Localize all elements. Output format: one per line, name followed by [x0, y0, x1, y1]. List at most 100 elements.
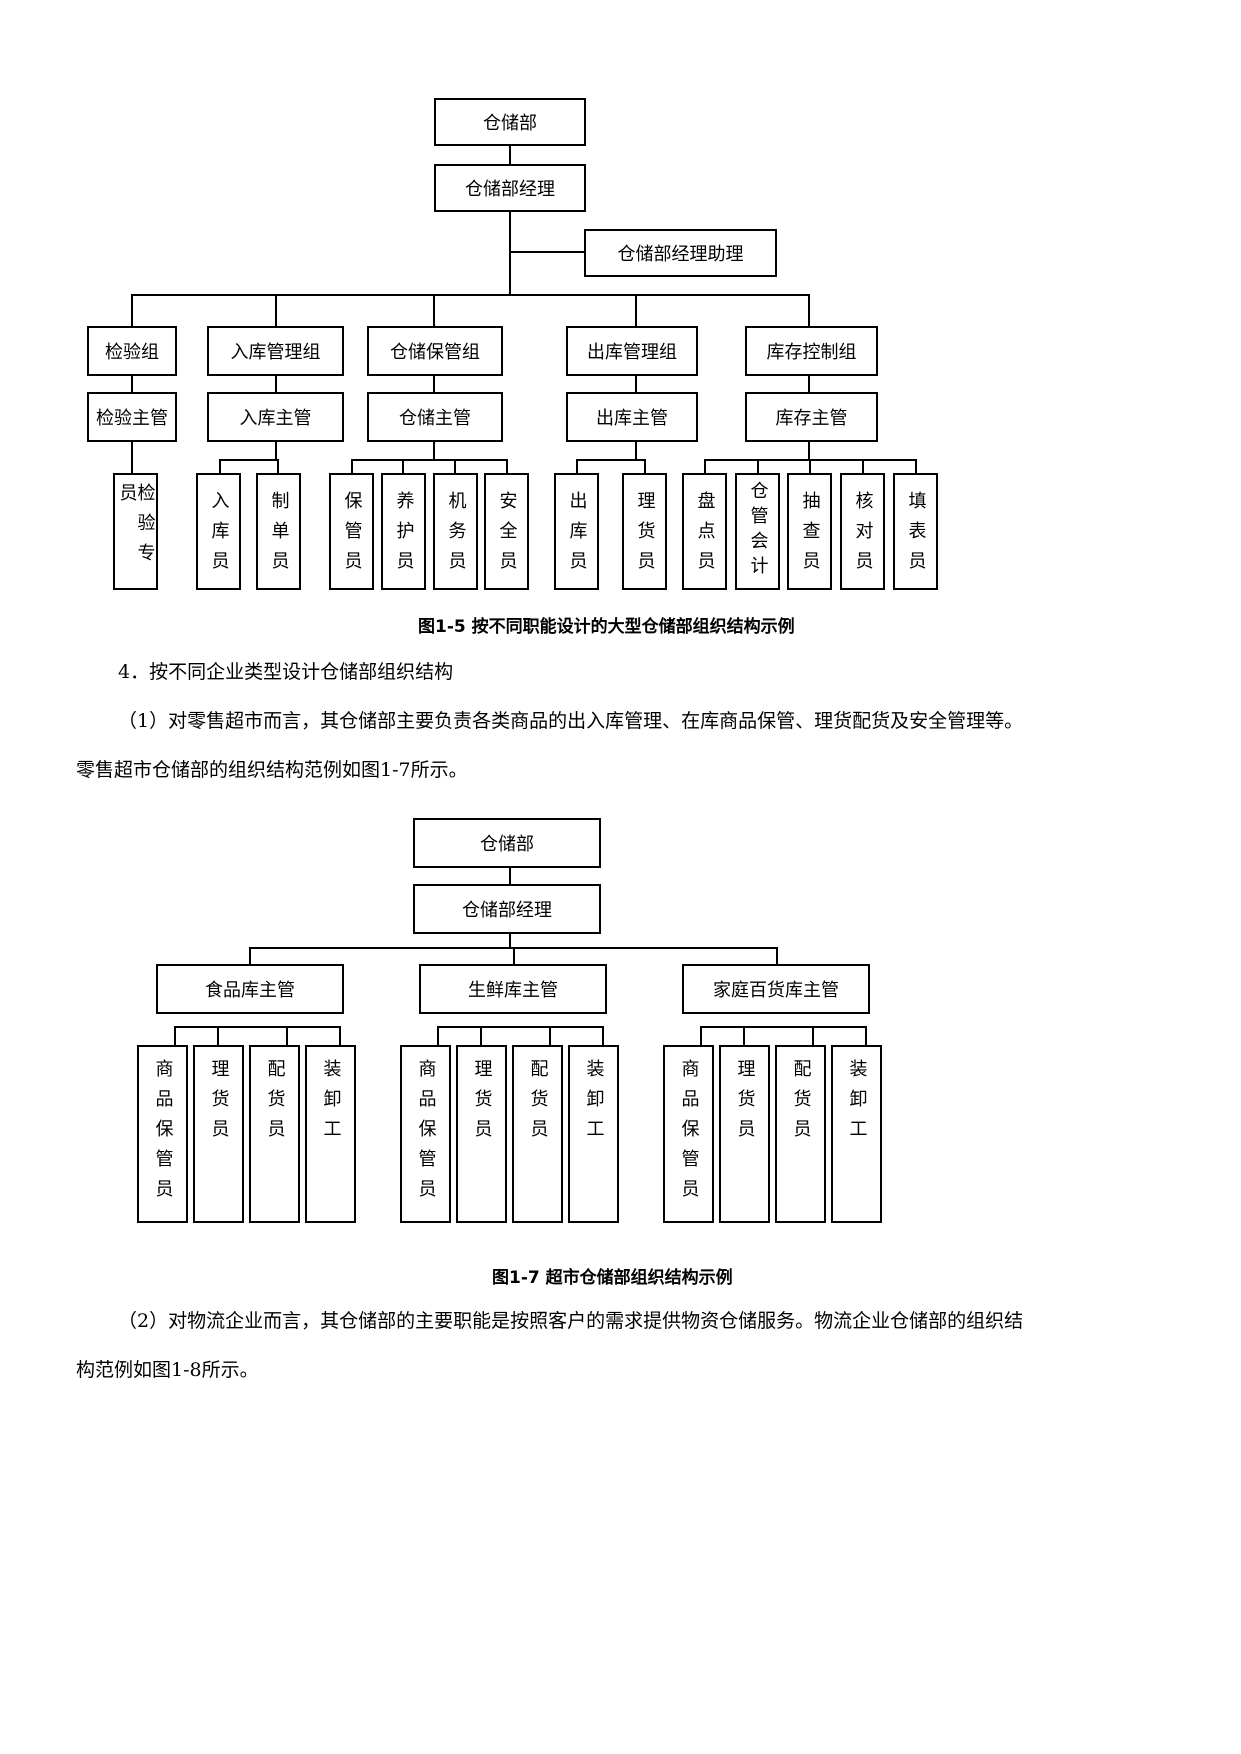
node-manager: 仓储部经理	[434, 164, 586, 212]
node-manager: 仓储部经理	[413, 884, 601, 934]
connector-line	[509, 866, 511, 888]
connector-line	[509, 145, 511, 165]
connector-line	[351, 459, 508, 461]
node-assistant: 仓储部经理助理	[584, 229, 777, 277]
connector-line	[809, 459, 811, 474]
connector-line	[437, 1026, 439, 1047]
connector-line	[506, 459, 508, 474]
connector-line	[275, 294, 277, 326]
connector-line	[704, 459, 706, 474]
paragraph-line: （2）对物流企业而言，其仓储部的主要职能是按照客户的需求提供物资仓储服务。物流企…	[118, 1310, 1024, 1332]
connector-line	[549, 1026, 551, 1047]
connector-line	[635, 294, 637, 326]
node-group: 库存控制组	[745, 326, 878, 376]
connector-line	[862, 459, 864, 474]
connector-line	[644, 459, 646, 474]
connector-line	[576, 459, 646, 461]
node-staff: 理货员	[193, 1045, 244, 1223]
connector-line	[433, 440, 435, 460]
node-staff: 入库员	[196, 473, 241, 590]
connector-line	[700, 1026, 702, 1047]
node-group: 食品库主管	[156, 964, 344, 1014]
node-staff: 检验专员	[113, 473, 158, 590]
connector-line	[131, 294, 810, 296]
node-staff: 制单员	[256, 473, 301, 590]
node-supervisor: 仓储主管	[367, 392, 503, 442]
connector-line	[509, 932, 511, 948]
connector-line	[776, 947, 778, 966]
connector-line	[174, 1026, 341, 1028]
node-staff: 商品保管员	[400, 1045, 451, 1223]
connector-line	[131, 374, 133, 393]
node-group: 仓储保管组	[367, 326, 503, 376]
connector-line	[277, 459, 279, 474]
connector-line	[219, 459, 279, 461]
node-staff: 配货员	[512, 1045, 563, 1223]
connector-line	[433, 374, 435, 393]
connector-line	[812, 1026, 814, 1047]
section-heading: 4．按不同企业类型设计仓储部组织结构	[118, 661, 454, 683]
connector-line	[808, 440, 810, 460]
node-staff: 安全员	[484, 473, 529, 590]
connector-line	[513, 947, 515, 966]
node-staff: 机务员	[433, 473, 478, 590]
connector-line	[339, 1026, 341, 1047]
node-staff: 出库员	[554, 473, 599, 590]
connector-line	[757, 459, 759, 474]
connector-line	[808, 374, 810, 393]
node-staff: 填表员	[893, 473, 938, 590]
paragraph-line: 构范例如图1-8所示。	[76, 1359, 259, 1381]
node-supervisor: 检验主管	[87, 392, 177, 442]
node-staff: 商品保管员	[663, 1045, 714, 1223]
node-staff: 盘点员	[682, 473, 727, 590]
connector-line	[275, 374, 277, 393]
node-supervisor: 出库主管	[566, 392, 698, 442]
node-supervisor: 库存主管	[745, 392, 878, 442]
connector-line	[402, 459, 404, 474]
figure-caption: 图1-7 超市仓储部组织结构示例	[492, 1268, 733, 1288]
figure-caption: 图1-5 按不同职能设计的大型仓储部组织结构示例	[418, 617, 795, 637]
node-staff: 仓管会计	[735, 473, 780, 590]
connector-line	[602, 1026, 604, 1047]
connector-line	[433, 294, 435, 326]
node-group: 家庭百货库主管	[682, 964, 870, 1014]
connector-line	[576, 459, 578, 474]
node-group: 出库管理组	[566, 326, 698, 376]
node-staff: 理货员	[456, 1045, 507, 1223]
connector-line	[700, 1026, 867, 1028]
paragraph-line: 零售超市仓储部的组织结构范例如图1-7所示。	[76, 759, 468, 781]
connector-line	[808, 294, 810, 326]
connector-line	[437, 1026, 604, 1028]
connector-line	[131, 440, 133, 474]
connector-line	[865, 1026, 867, 1047]
node-staff: 装卸工	[831, 1045, 882, 1223]
node-staff: 装卸工	[568, 1045, 619, 1223]
connector-line	[219, 459, 221, 474]
node-staff: 装卸工	[305, 1045, 356, 1223]
node-staff: 配货员	[249, 1045, 300, 1223]
node-staff: 商品保管员	[137, 1045, 188, 1223]
node-supervisor: 入库主管	[207, 392, 344, 442]
paragraph-line: （1）对零售超市而言，其仓储部主要负责各类商品的出入库管理、在库商品保管、理货配…	[118, 710, 1024, 732]
node-staff: 保管员	[329, 473, 374, 590]
connector-line	[351, 459, 353, 474]
connector-line	[635, 440, 637, 460]
node-root: 仓储部	[413, 818, 601, 868]
connector-line	[454, 459, 456, 474]
node-staff: 理货员	[622, 473, 667, 590]
connector-line	[743, 1026, 745, 1047]
node-root: 仓储部	[434, 98, 586, 146]
node-staff: 配货员	[775, 1045, 826, 1223]
node-staff: 理货员	[719, 1045, 770, 1223]
connector-line	[286, 1026, 288, 1047]
connector-line	[635, 374, 637, 393]
connector-line	[217, 1026, 219, 1047]
connector-line	[275, 440, 277, 460]
connector-line	[480, 1026, 482, 1047]
node-staff: 养护员	[381, 473, 426, 590]
connector-line	[915, 459, 917, 474]
connector-line	[509, 251, 584, 253]
connector-line	[174, 1026, 176, 1047]
node-staff: 抽查员	[787, 473, 832, 590]
connector-line	[249, 947, 251, 966]
